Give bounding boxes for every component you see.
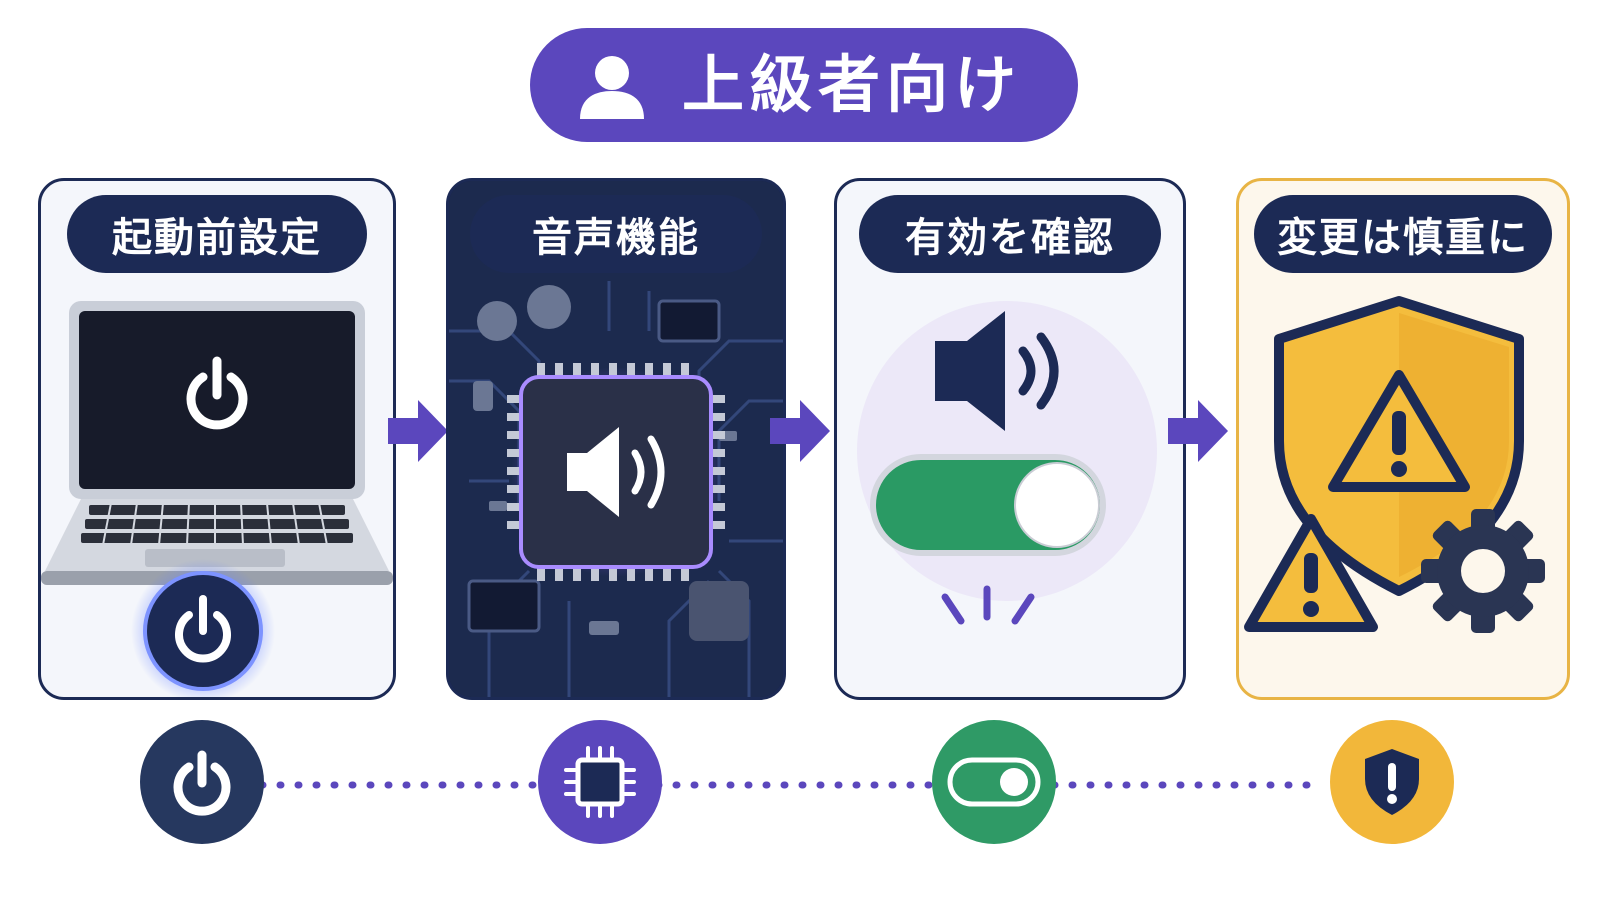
power-icon [173, 750, 231, 816]
warning-icon [1328, 370, 1470, 492]
toggle-switch-icon [870, 454, 1106, 556]
user-icon [579, 56, 644, 119]
speaker-icon [567, 427, 619, 517]
timeline-node-toggle [932, 720, 1056, 844]
laptop-illustration [41, 301, 393, 697]
chip-icon [564, 746, 636, 818]
arrow-right-icon [770, 400, 830, 462]
step-card-startup-settings: 起動前設定 [38, 178, 396, 700]
arrow-right-icon [1168, 400, 1228, 462]
timeline-node-shield [1330, 720, 1454, 844]
toggle-icon [947, 757, 1041, 807]
level-title: 上級者向け [681, 48, 1022, 121]
timeline-node-power [140, 720, 264, 844]
power-button-icon [175, 595, 231, 663]
arrow-right-icon [388, 400, 448, 462]
step-timeline [0, 720, 1600, 850]
step-label: 音声機能 [470, 195, 762, 273]
enabled-toggle-illustration [857, 301, 1157, 625]
step-card-confirm-enabled: 有効を確認 [834, 178, 1186, 700]
step-card-audio-function: 音声機能 [446, 178, 786, 700]
level-badge: 上級者向け [530, 28, 1078, 142]
volume-icon [935, 311, 1059, 431]
shield-warning-icon [1365, 749, 1419, 815]
dotted-connector [258, 781, 1316, 789]
gear-icon [1421, 509, 1545, 633]
small-warning-icon [1244, 514, 1378, 632]
step-card-change-carefully: 変更は慎重に [1236, 178, 1570, 700]
shield-warning-illustration [1244, 296, 1545, 633]
step-label: 起動前設定 [67, 195, 367, 273]
step-label: 有効を確認 [859, 195, 1161, 273]
timeline-node-chip [538, 720, 662, 844]
step-label: 変更は慎重に [1254, 195, 1552, 273]
screen-power-icon [186, 356, 248, 430]
